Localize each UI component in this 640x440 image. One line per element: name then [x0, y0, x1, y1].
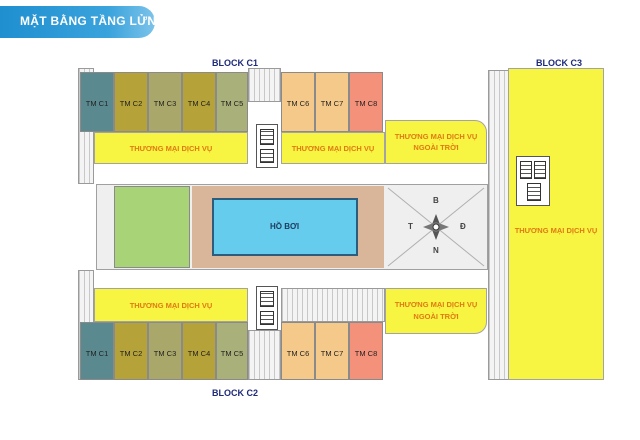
- stair-c3-2: [534, 161, 546, 179]
- green-area: [114, 186, 190, 268]
- void-bottom-middle: [281, 288, 385, 322]
- shop-bottom-5: TM C5: [216, 322, 248, 380]
- stair-c3-3: [527, 183, 541, 201]
- shop-top-2: TM C2: [114, 72, 148, 132]
- shop-bottom-3: TM C3: [148, 322, 182, 380]
- shop-top-7: TM C7: [315, 72, 349, 132]
- stair-bottom: [260, 291, 274, 307]
- block-c3-label: BLOCK C3: [536, 58, 583, 68]
- title-banner: MẶT BẰNG TẦNG LỬNG: [0, 6, 166, 38]
- shop-bottom-2: TM C2: [114, 322, 148, 380]
- core-top: [256, 124, 278, 168]
- shop-top-3: TM C3: [148, 72, 182, 132]
- compass-rose-icon: [386, 186, 486, 268]
- shop-top-1: TM C1: [80, 72, 114, 132]
- stair-top: [260, 129, 274, 145]
- shop-top-5: TM C5: [216, 72, 248, 132]
- trade-zone-outdoor-bottom: THƯƠNG MẠI DỊCH VỤ NGOÀI TRỜI: [385, 288, 487, 334]
- stair-c3: [520, 161, 532, 179]
- shop-bottom-8: TM C8: [349, 322, 383, 380]
- shop-top-4: TM C4: [182, 72, 216, 132]
- void-top-middle: [248, 68, 281, 102]
- shop-bottom-6: TM C6: [281, 322, 315, 380]
- compass-north: B: [433, 196, 439, 205]
- trade-zone-bottom-left: THƯƠNG MẠI DỊCH VỤ: [94, 288, 248, 322]
- compass-east: Đ: [460, 222, 466, 231]
- core-c3: [516, 156, 550, 206]
- trade-zone-top-middle: THƯƠNG MẠI DỊCH VỤ: [281, 132, 385, 164]
- void-bottom-core: [248, 330, 281, 380]
- shop-bottom-1: TM C1: [80, 322, 114, 380]
- corridor-c3: [488, 70, 510, 380]
- trade-zone-outdoor-top: THƯƠNG MẠI DỊCH VỤ NGOÀI TRỜI: [385, 120, 487, 164]
- stair-top-2: [260, 149, 274, 163]
- trade-zone-c3: THƯƠNG MẠI DỊCH VỤ: [508, 68, 604, 380]
- shop-top-8: TM C8: [349, 72, 383, 132]
- compass-west: T: [408, 222, 413, 231]
- shop-bottom-4: TM C4: [182, 322, 216, 380]
- trade-zone-top-left: THƯƠNG MẠI DỊCH VỤ: [94, 132, 248, 164]
- shop-bottom-7: TM C7: [315, 322, 349, 380]
- compass-south: N: [433, 246, 439, 255]
- swimming-pool: HỒ BƠI: [212, 198, 358, 256]
- block-c1-label: BLOCK C1: [212, 58, 259, 68]
- core-bottom: [256, 286, 278, 330]
- stair-bottom-2: [260, 311, 274, 325]
- block-c2-label: BLOCK C2: [212, 388, 259, 398]
- shop-top-6: TM C6: [281, 72, 315, 132]
- page-title: MẶT BẰNG TẦNG LỬNG: [20, 14, 167, 28]
